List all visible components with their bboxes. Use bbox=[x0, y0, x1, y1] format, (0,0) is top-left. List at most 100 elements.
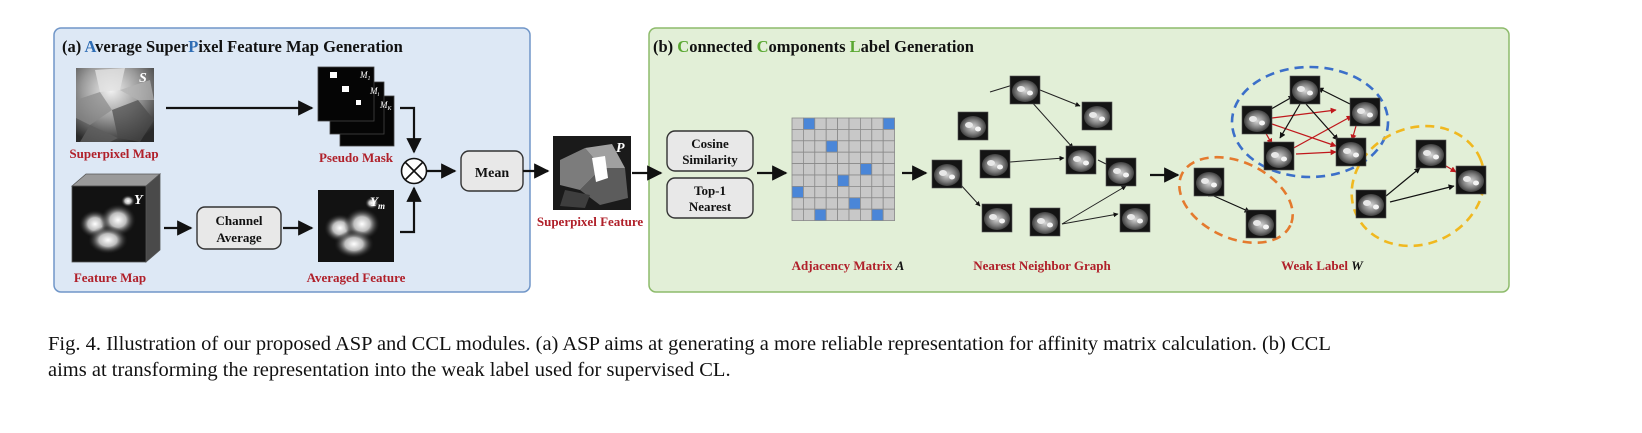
feature-map-label: Feature Map bbox=[74, 270, 146, 285]
feature-map-cube: Y bbox=[70, 173, 162, 263]
connector-mask-to-multiply bbox=[400, 106, 422, 154]
mask-symbol-k: MK bbox=[379, 100, 393, 112]
channel-average-line1: Channel bbox=[216, 213, 263, 228]
matrix-cell bbox=[825, 163, 839, 176]
matrix-cell bbox=[814, 117, 827, 130]
matrix-cell bbox=[791, 174, 804, 187]
matrix-cell bbox=[860, 185, 873, 199]
cosine-line2: Similarity bbox=[682, 152, 738, 167]
matrix-cell bbox=[882, 185, 896, 199]
adjacency-matrix-grid bbox=[791, 117, 896, 221]
cluster-blue bbox=[1230, 65, 1390, 179]
caption-line-1: Fig. 4. Illustration of our proposed ASP… bbox=[48, 333, 1331, 355]
graph-node-image bbox=[1105, 157, 1137, 187]
matrix-cell bbox=[860, 163, 873, 176]
connector-averaged-to-multiply bbox=[400, 186, 422, 234]
matrix-cell bbox=[814, 140, 827, 153]
cluster-node-image bbox=[1349, 97, 1381, 127]
matrix-cell bbox=[791, 208, 804, 221]
matrix-cell bbox=[848, 174, 861, 187]
matrix-cell bbox=[860, 128, 873, 142]
channel-average-line2: Average bbox=[216, 230, 261, 245]
matrix-cell bbox=[848, 140, 861, 153]
matrix-cell bbox=[848, 151, 861, 164]
graph-node-image bbox=[1081, 101, 1113, 131]
matrix-cell bbox=[825, 140, 839, 153]
matrix-cell bbox=[825, 197, 839, 210]
matrix-cell bbox=[837, 208, 850, 221]
cluster-node-image bbox=[1335, 137, 1367, 167]
matrix-cell bbox=[814, 197, 827, 210]
matrix-cell bbox=[860, 117, 873, 130]
pseudo-mask-stack: M1 Mi MK bbox=[317, 66, 395, 147]
matrix-cell bbox=[848, 185, 861, 199]
matrix-cell bbox=[814, 151, 827, 164]
panel-a-background bbox=[53, 27, 531, 293]
matrix-cell bbox=[848, 117, 861, 130]
superpixel-map-label: Superpixel Map bbox=[69, 146, 158, 161]
matrix-cell bbox=[882, 208, 896, 221]
matrix-cell bbox=[882, 151, 896, 164]
matrix-cell bbox=[803, 197, 816, 210]
superpixel-feature-label: Superpixel Feature bbox=[537, 214, 644, 229]
nearest-neighbor-graph-label: Nearest Neighbor Graph bbox=[973, 258, 1111, 273]
matrix-cell bbox=[848, 128, 861, 142]
matrix-cell bbox=[848, 163, 861, 176]
channel-average-box: Channel Average bbox=[196, 206, 282, 250]
matrix-cell bbox=[882, 117, 896, 130]
matrix-cell bbox=[871, 117, 884, 130]
matrix-cell bbox=[837, 185, 850, 199]
matrix-cell bbox=[791, 197, 804, 210]
matrix-cell bbox=[791, 128, 804, 142]
graph-node-image bbox=[979, 149, 1011, 179]
matrix-cell bbox=[882, 140, 896, 153]
cluster-node-image bbox=[1415, 139, 1447, 169]
mask-symbol-1: M1 bbox=[359, 70, 371, 82]
matrix-cell bbox=[860, 208, 873, 221]
matrix-cell bbox=[871, 163, 884, 176]
matrix-cell bbox=[871, 174, 884, 187]
cluster-node-image bbox=[1193, 167, 1225, 197]
matrix-cell bbox=[837, 128, 850, 142]
matrix-cell bbox=[860, 174, 873, 187]
superpixel-map-image: S bbox=[76, 68, 154, 142]
graph-node-image bbox=[931, 159, 963, 189]
matrix-cell bbox=[825, 208, 839, 221]
matrix-cell bbox=[871, 185, 884, 199]
superpixel-feature-symbol: P bbox=[616, 141, 625, 156]
cosine-similarity-box: Cosine Similarity bbox=[666, 130, 754, 172]
matrix-cell bbox=[791, 163, 804, 176]
matrix-cell bbox=[791, 117, 804, 130]
cluster-node-image bbox=[1263, 141, 1295, 171]
weak-label-label: Weak Label W bbox=[1281, 258, 1364, 273]
top1-line2: Nearest bbox=[689, 199, 732, 214]
matrix-cell bbox=[814, 208, 827, 221]
top1-line1: Top-1 bbox=[694, 183, 726, 198]
matrix-cell bbox=[825, 185, 839, 199]
matrix-cell bbox=[803, 117, 816, 130]
matrix-cell bbox=[882, 128, 896, 142]
matrix-cell bbox=[825, 174, 839, 187]
superpixel-feature-image: P bbox=[553, 136, 631, 210]
matrix-cell bbox=[791, 185, 804, 199]
matrix-cell bbox=[803, 163, 816, 176]
matrix-cell bbox=[860, 151, 873, 164]
matrix-cell bbox=[825, 151, 839, 164]
matrix-cell bbox=[803, 151, 816, 164]
matrix-cell bbox=[860, 197, 873, 210]
graph-node-image bbox=[1029, 207, 1061, 237]
matrix-cell bbox=[871, 208, 884, 221]
matrix-cell bbox=[814, 185, 827, 199]
graph-node-image bbox=[1009, 75, 1041, 105]
averaged-feature-label: Averaged Feature bbox=[307, 270, 406, 285]
matrix-cell bbox=[882, 197, 896, 210]
pseudo-mask-label: Pseudo Mask bbox=[319, 150, 394, 165]
averaged-feature-symbol: Ym bbox=[370, 194, 385, 211]
graph-node-image bbox=[981, 203, 1013, 233]
matrix-cell bbox=[882, 163, 896, 176]
panel-b-title: (b) Connected Components Label Generatio… bbox=[653, 37, 974, 56]
matrix-cell bbox=[837, 174, 850, 187]
matrix-cell bbox=[882, 174, 896, 187]
matrix-cell bbox=[825, 128, 839, 142]
matrix-cell bbox=[837, 151, 850, 164]
